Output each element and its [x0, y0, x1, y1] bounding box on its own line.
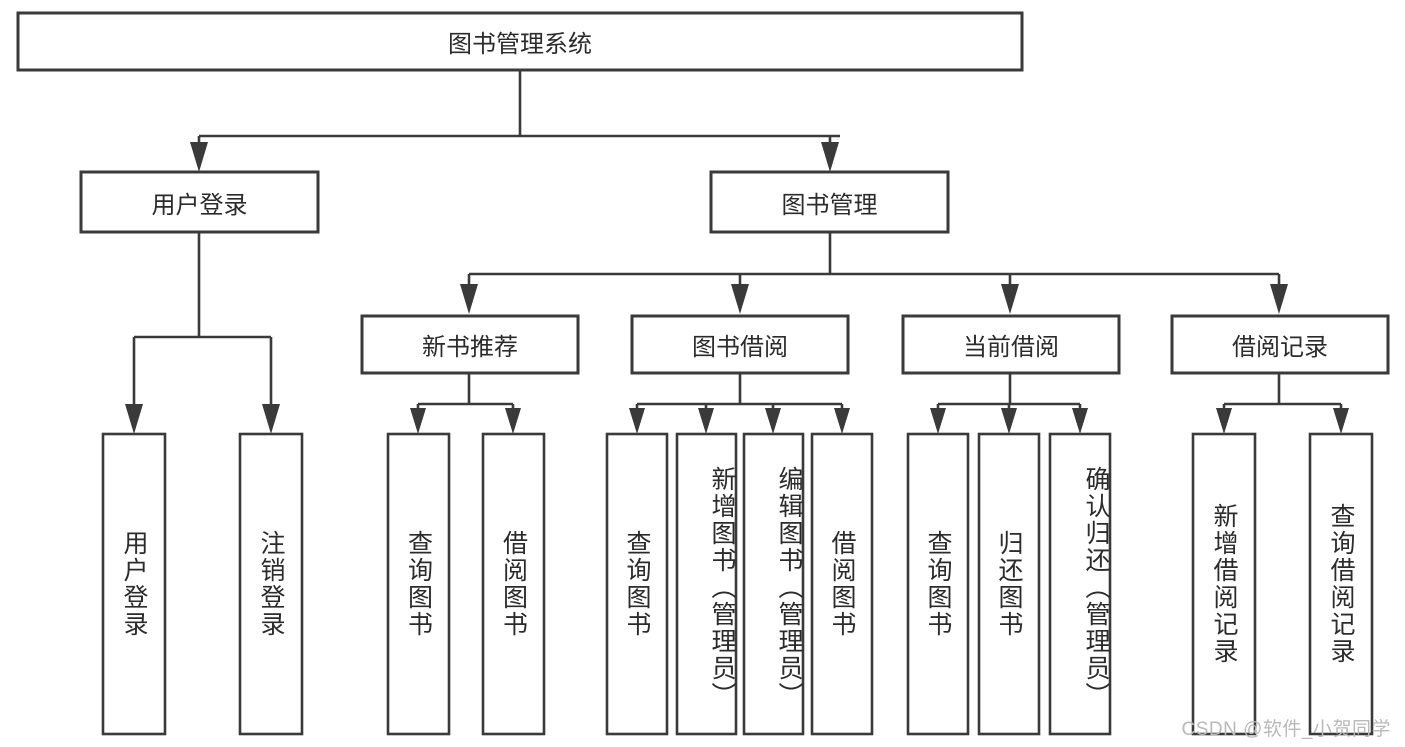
node-leaf-query-book-3[interactable] [906, 432, 970, 736]
arrow-bm-to-borrow-record [1270, 284, 1288, 314]
node-leaf-confirm-return[interactable] [1048, 432, 1112, 736]
arrow-root-to-user-login [190, 142, 208, 172]
arrow-cb-leaf-3 [1072, 408, 1088, 434]
arrow-user-login-leaf-2 [262, 404, 280, 434]
arrow-root-to-book-management [821, 142, 839, 172]
node-leaf-add-book[interactable] [675, 432, 738, 736]
node-leaf-query-book-2[interactable] [605, 432, 669, 736]
arrow-cb-leaf-1 [930, 408, 946, 434]
node-leaf-borrow-book-2[interactable] [810, 432, 874, 736]
node-book-management[interactable] [709, 170, 950, 234]
arrow-user-login-leaf-1 [125, 404, 143, 434]
node-current-borrow[interactable] [901, 314, 1121, 375]
arrow-bm-to-current-borrow [1001, 284, 1019, 314]
node-leaf-query-record[interactable] [1308, 432, 1374, 736]
arrow-cb-leaf-2 [1001, 408, 1017, 434]
node-leaf-query-book-1[interactable] [386, 432, 451, 736]
arrow-br-leaf-2 [1333, 408, 1349, 434]
node-root[interactable] [16, 11, 1024, 72]
arrow-bm-to-new-book-recommend [460, 284, 478, 314]
node-leaf-edit-book[interactable] [742, 432, 805, 736]
arrow-bb-leaf-1 [629, 408, 645, 434]
node-leaf-user-login[interactable] [101, 432, 167, 736]
node-leaf-return-book[interactable] [977, 432, 1041, 736]
node-user-login[interactable] [79, 170, 320, 234]
arrow-bb-leaf-4 [834, 408, 850, 434]
node-new-book-recommend[interactable] [360, 314, 580, 375]
node-book-borrow[interactable] [630, 314, 850, 375]
arrow-nbr-leaf-2 [505, 408, 521, 434]
node-borrow-record[interactable] [1170, 314, 1390, 375]
node-leaf-add-record[interactable] [1191, 432, 1257, 736]
node-leaf-logout-login[interactable] [238, 432, 304, 736]
arrow-bb-leaf-2 [698, 408, 714, 434]
arrow-bb-leaf-3 [765, 408, 781, 434]
arrow-br-leaf-1 [1216, 408, 1232, 434]
arrow-nbr-leaf-1 [410, 408, 426, 434]
arrow-bm-to-book-borrow [731, 284, 749, 314]
node-leaf-borrow-book-1[interactable] [481, 432, 546, 736]
